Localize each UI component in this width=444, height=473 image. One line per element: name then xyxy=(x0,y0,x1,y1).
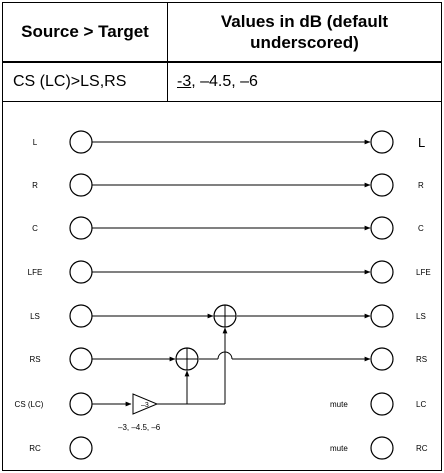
output-label: RC xyxy=(416,444,428,453)
output-label: RS xyxy=(416,355,427,364)
row-source-target: CS (LC)>LS,RS xyxy=(3,63,168,101)
input-node xyxy=(69,436,93,460)
output-node xyxy=(370,392,394,416)
summer-ls xyxy=(213,304,237,328)
input-label: LFE xyxy=(28,268,43,277)
input-label: CS (LC) xyxy=(15,400,44,409)
input-nodes xyxy=(69,130,93,460)
input-labels: L R C LFE LS RS CS (LC) RC xyxy=(15,138,44,453)
output-node xyxy=(370,347,394,371)
output-node xyxy=(370,260,394,284)
output-node xyxy=(370,436,394,460)
input-label: R xyxy=(32,181,38,190)
output-label: LS xyxy=(416,312,426,321)
mute-label-rc: mute xyxy=(330,444,348,453)
input-node xyxy=(69,347,93,371)
channel-rs xyxy=(92,351,371,362)
input-node xyxy=(69,173,93,197)
header-values: Values in dB (default underscored) xyxy=(220,12,389,52)
input-node xyxy=(69,216,93,240)
input-node xyxy=(69,304,93,328)
gain-label: –3 xyxy=(141,402,149,409)
row-values: -3, –4.5, –6 xyxy=(168,63,441,101)
output-label: L xyxy=(418,135,425,150)
input-node xyxy=(69,260,93,284)
input-label: RS xyxy=(29,355,40,364)
mute-label-lc: mute xyxy=(330,400,348,409)
output-label: LFE xyxy=(416,268,431,277)
channel-cs-lc xyxy=(92,327,228,407)
input-node xyxy=(69,392,93,416)
gain-amplifier: –3 xyxy=(132,393,159,415)
output-nodes xyxy=(370,130,394,460)
output-label: C xyxy=(418,224,424,233)
output-node xyxy=(370,216,394,240)
output-label: LC xyxy=(416,400,426,409)
input-node xyxy=(69,130,93,154)
gain-values: –3, –4.5, –6 xyxy=(118,423,161,432)
output-node xyxy=(370,130,394,154)
summer-rs xyxy=(175,347,199,371)
output-node xyxy=(370,173,394,197)
output-node xyxy=(370,304,394,328)
header-source-target: Source > Target xyxy=(3,3,168,61)
output-label: R xyxy=(418,181,424,190)
input-label: L xyxy=(33,138,38,147)
output-labels: L R C LFE LS RS LC RC xyxy=(416,135,431,453)
input-label: LS xyxy=(30,312,40,321)
other-values: , –4.5, –6 xyxy=(191,73,258,90)
input-label: C xyxy=(32,224,38,233)
default-value: -3 xyxy=(177,73,192,90)
input-label: RC xyxy=(29,444,41,453)
row-divider xyxy=(3,101,441,102)
header-divider xyxy=(3,61,441,63)
